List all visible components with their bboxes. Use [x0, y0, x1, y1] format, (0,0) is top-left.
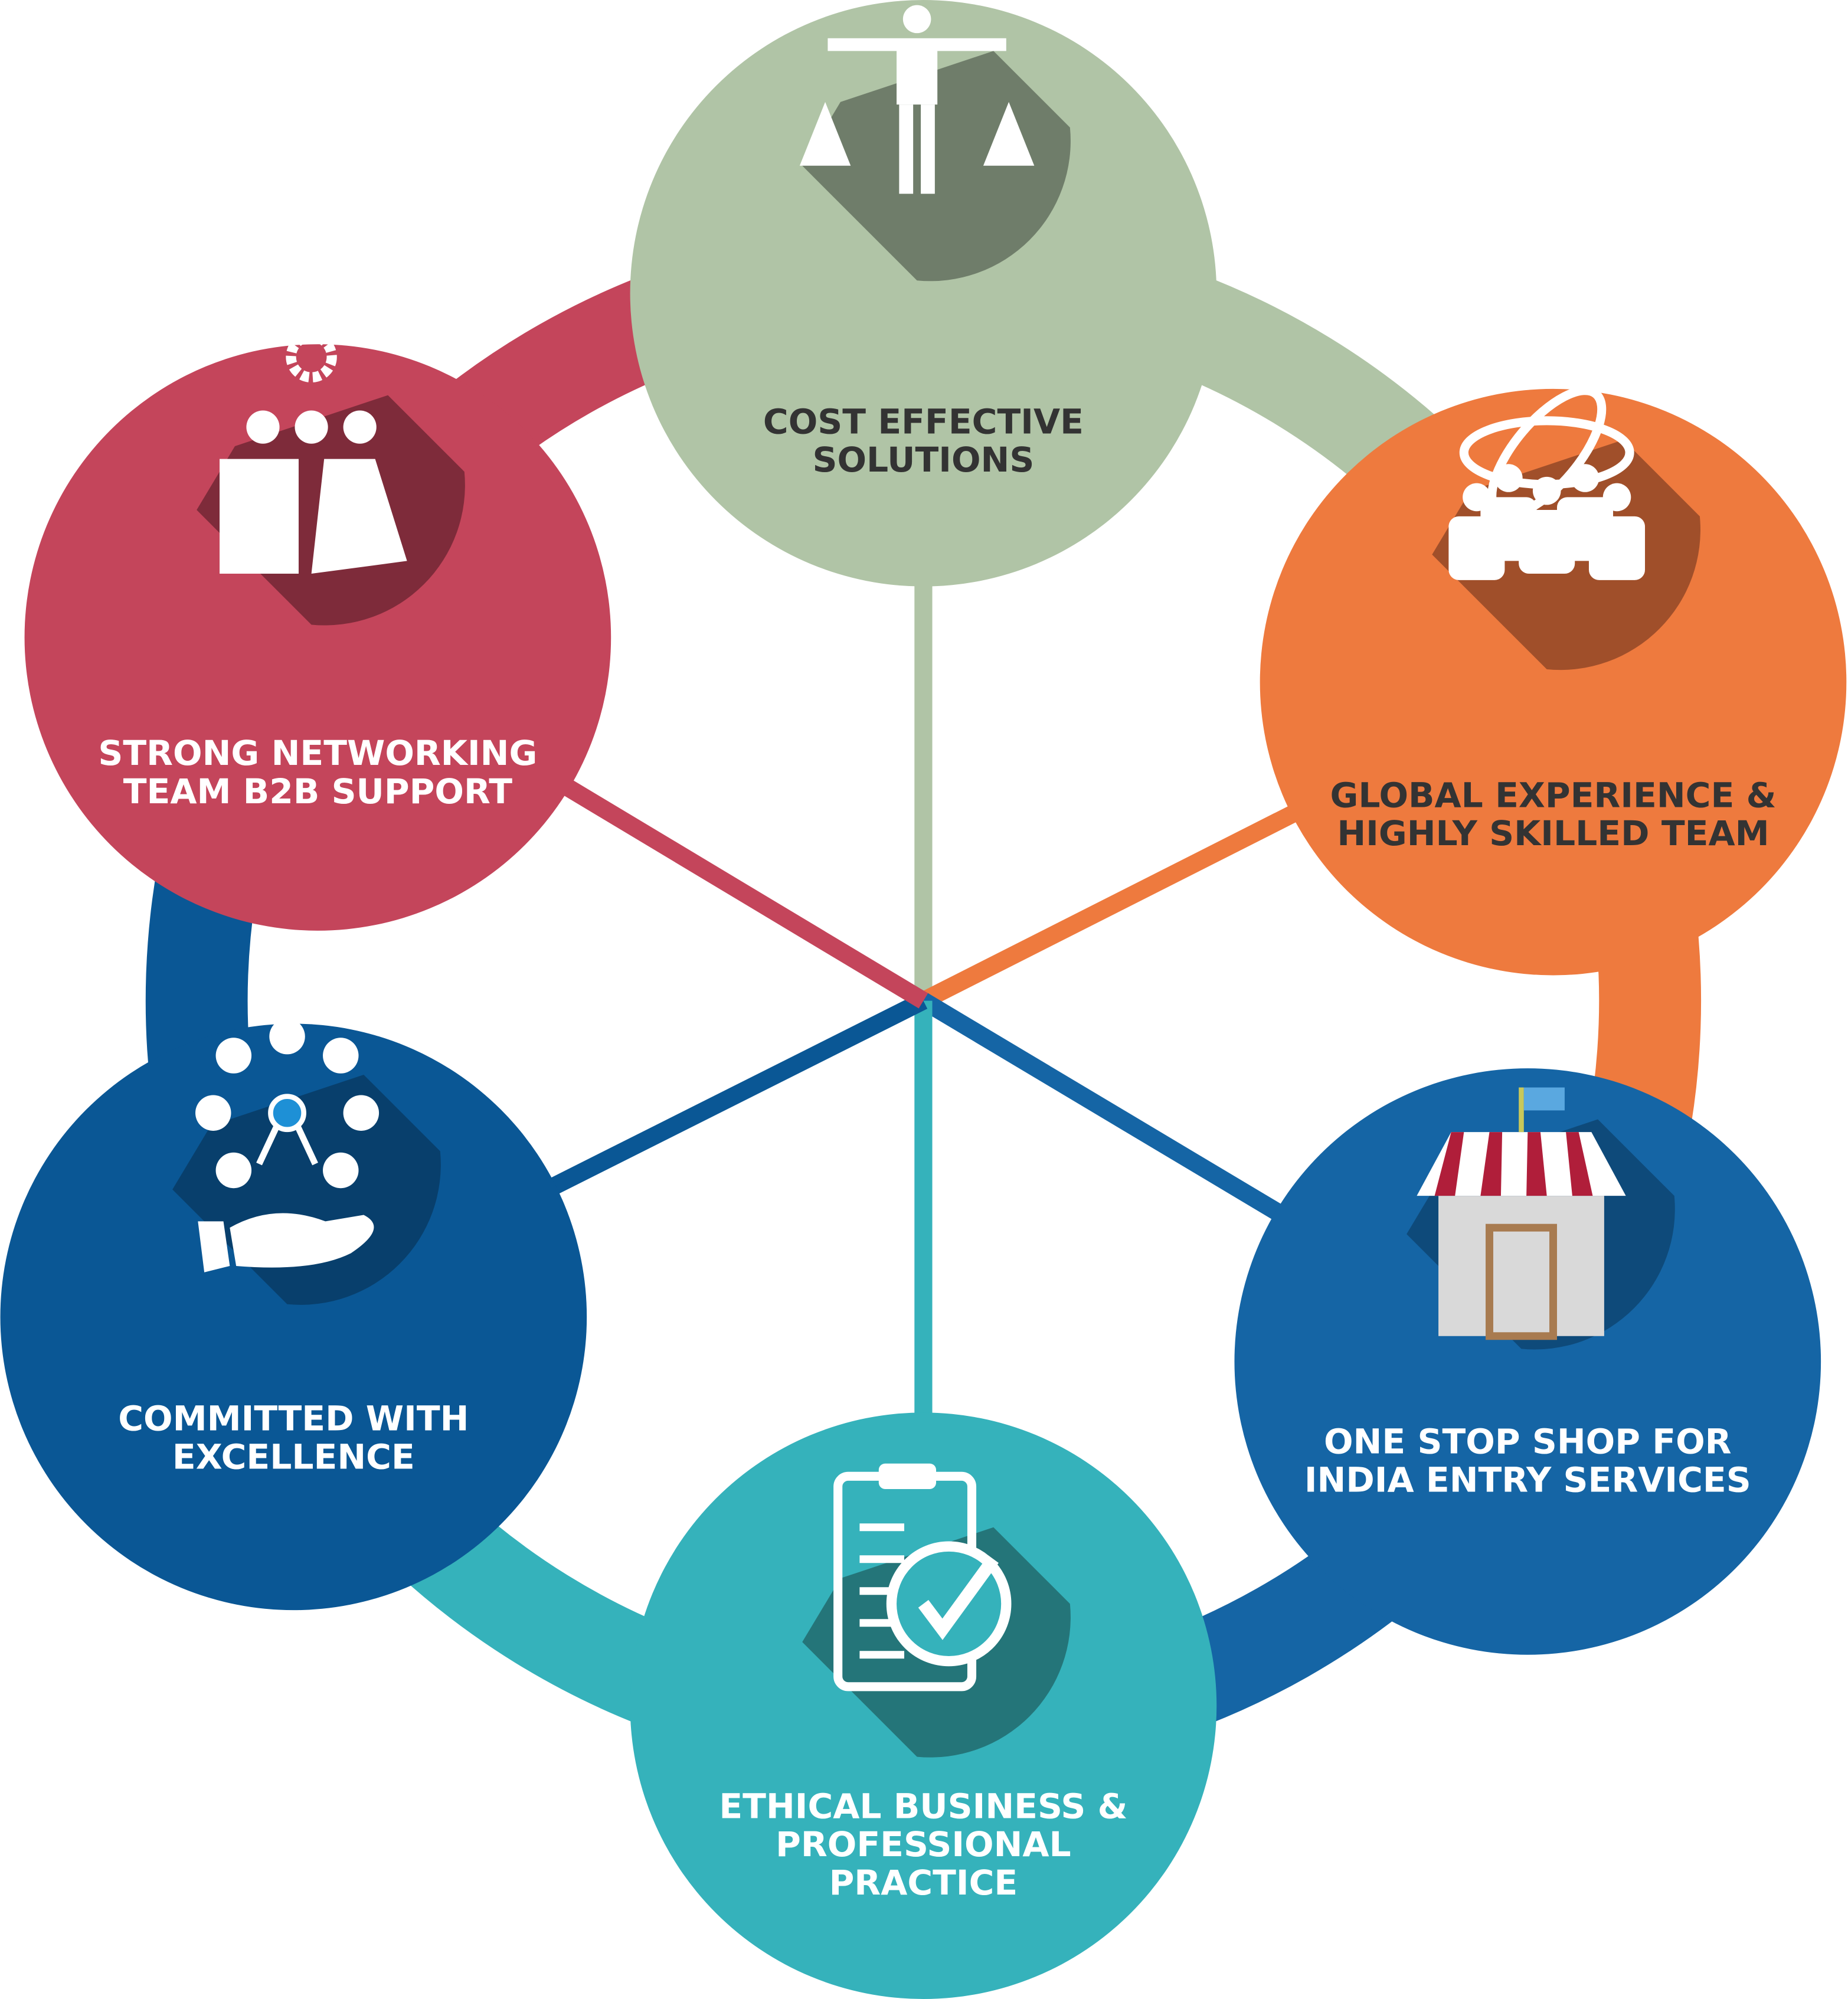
- node-label-line: ETHICAL BUSINESS &: [719, 1786, 1127, 1826]
- team-network-icon: [1432, 386, 1700, 670]
- icon-shadow: [802, 51, 1071, 282]
- node-label-line: PROFESSIONAL: [776, 1824, 1071, 1864]
- node-label-line: INDIA ENTRY SERVICES: [1304, 1460, 1751, 1500]
- node-label-line: ONE STOP SHOP FOR: [1324, 1421, 1732, 1461]
- node-label-line: COST EFFECTIVE: [763, 401, 1084, 441]
- balance-scale-icon: [799, 5, 1071, 282]
- node-label-line: GLOBAL EXPERIENCE &: [1330, 775, 1777, 815]
- node-global: GLOBAL EXPERIENCE &HIGHLY SKILLED TEAM: [1260, 386, 1847, 976]
- networking-people-icon: [197, 331, 465, 626]
- node-label-line: EXCELLENCE: [172, 1437, 415, 1477]
- node-label-line: TEAM B2B SUPPORT: [123, 771, 513, 812]
- node-label-line: STRONG NETWORKING: [98, 733, 537, 773]
- node-label-line: COMMITTED WITH: [118, 1399, 469, 1439]
- node-label-line: SOLUTIONS: [812, 440, 1034, 480]
- clipboard-check-icon: [802, 1463, 1071, 1758]
- node-label-line: PRACTICE: [829, 1863, 1018, 1903]
- node-label-line: HIGHLY SKILLED TEAM: [1337, 813, 1769, 853]
- hand-award-icon: [172, 1018, 441, 1305]
- storefront-icon: [1407, 1087, 1675, 1350]
